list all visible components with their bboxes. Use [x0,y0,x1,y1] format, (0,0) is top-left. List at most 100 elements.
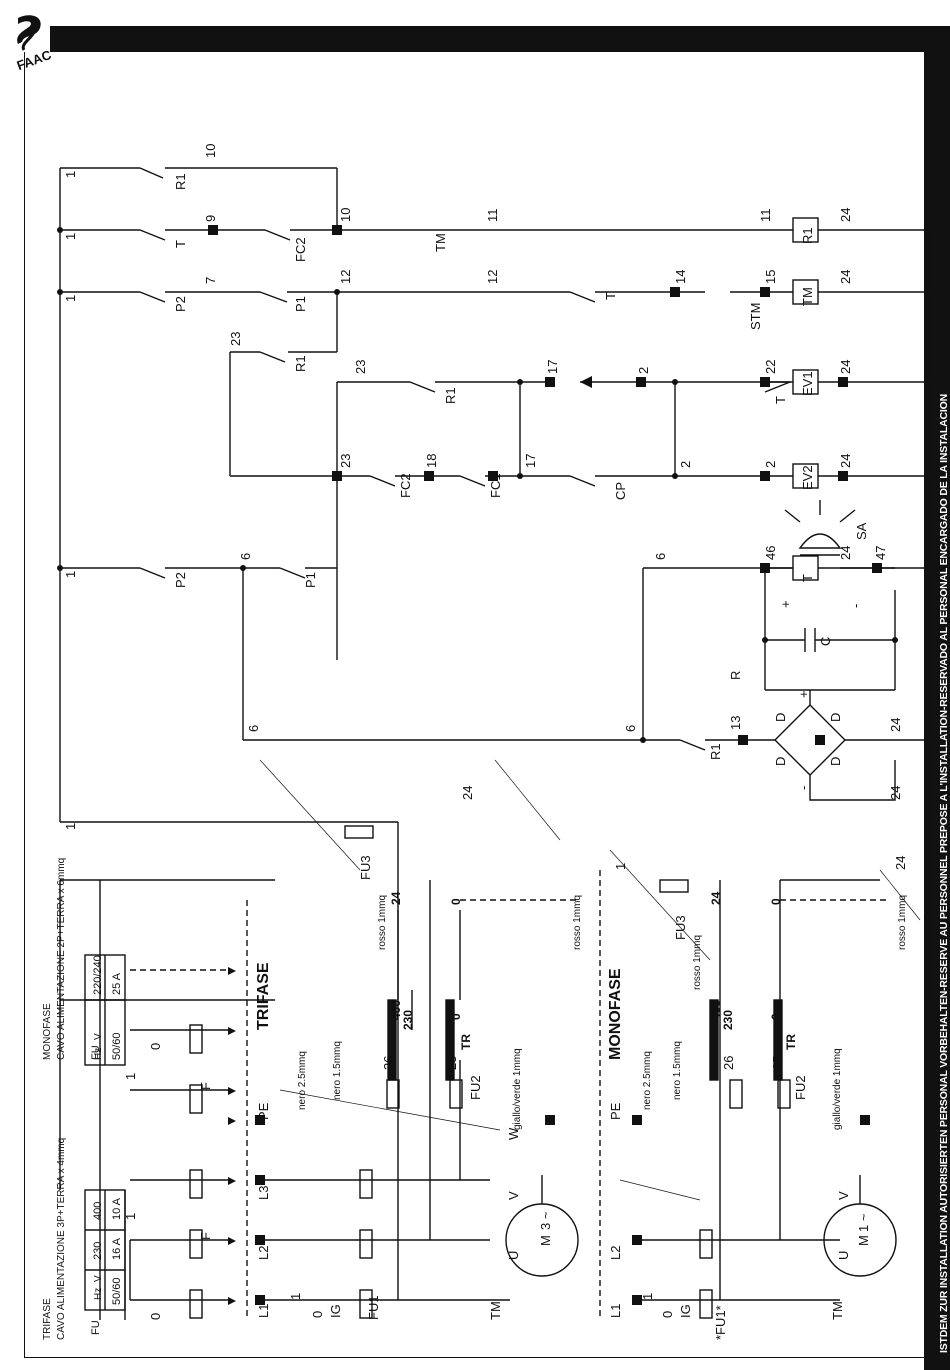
label-V: V [836,1191,851,1200]
label-nero25: nero 2.5mmq [297,1051,308,1110]
wire-label-23: 23 [338,454,353,468]
label-R1: R1 [708,743,723,760]
wire-label-24: 24 [888,718,903,732]
coil-R1 [792,217,819,243]
wire-label-9: 9 [203,215,218,222]
label-rosso: rosso 1mmq [377,895,388,950]
label-1: 1 [123,1073,138,1080]
wire-label-23: 23 [228,332,243,346]
wire-label-17: 17 [523,454,538,468]
label-M: M [856,1235,871,1246]
wire-label-24: 24 [838,454,853,468]
label-25: 25 [770,1056,785,1070]
label-coil-R1: R1 [800,227,815,244]
label-0: 0 [148,1313,163,1320]
monofase-col-220240: 220/240 [92,955,104,995]
label-tr-230: 230 [401,1010,415,1030]
trifase-caption-title: TRIFASE [42,1298,53,1340]
wire-label-12: 12 [338,270,353,284]
label-FU1: FU1 [366,1295,381,1320]
label-1: 1 [288,1293,303,1300]
trifase-caption-cable: CAVO ALIMENTAZIONE 3P+TERRA x 4mmq [56,1138,67,1340]
trifase-fu: FU [90,1320,102,1335]
label-U: U [506,1251,521,1260]
label-coil-TM: TM [800,287,815,306]
wire-label-11: 11 [485,209,500,223]
label-L3: L3 [256,1186,271,1200]
label-motor1: 1 ~ [856,1213,871,1232]
wire-label-10: 10 [338,208,353,222]
label-L2: L2 [256,1246,271,1260]
trifase-col-400: 400 [92,1202,104,1220]
label-TM: TM [488,1301,503,1320]
label-TR: TR [784,1034,798,1050]
label-PE: PE [608,1102,623,1120]
wire-label-17: 17 [545,360,560,374]
wire-label-6: 6 [653,553,668,560]
label-nero25: nero 2.5mmq [642,1051,653,1110]
wire-label-7: 7 [203,277,218,284]
label-P1: P1 [303,572,318,588]
wire-label-12: 12 [485,270,500,284]
label-R1: R1 [293,355,308,372]
label-TM: TM [830,1301,845,1320]
label-26: 26 [381,1056,396,1070]
label-D: D [828,713,843,722]
label-M: M [538,1235,553,1246]
wire-label-6: 6 [238,553,253,560]
label-T: T [773,396,788,404]
label-rosso: rosso 1mmq [897,895,908,950]
label-D: D [773,713,788,722]
section-monofase: MONOFASE [607,968,624,1060]
wire-label-24: 24 [888,786,903,800]
wire-label-1: 1 [63,823,78,830]
wire-label-24: 24 [838,546,853,560]
wire-label-1: 1 [63,571,78,578]
label-25: 25 [444,1056,459,1070]
label-24: 24 [893,856,908,870]
monofase-amps-25: 25 A [111,972,123,995]
faac-logo: FAAC [15,15,54,70]
wire-label-2: 2 [763,461,778,468]
label-FU2: FU2 [468,1075,483,1100]
drawing-frame [24,52,924,1358]
coil-TM [792,279,819,305]
label-giallo: giallo/verde 1mmq [512,1048,523,1130]
section-trifase: TRIFASE [255,962,272,1030]
label-IG: IG [678,1304,693,1318]
trifase-freq: 50/60 [111,1277,123,1305]
label-plus: + [796,690,811,698]
wire-label-6: 6 [246,725,261,732]
wire-label-24: 24 [838,360,853,374]
wire-label-46: 46 [763,546,778,560]
label-0: 0 [660,1311,675,1318]
label-PE: PE [256,1102,271,1120]
label-EV1: EV1 [800,371,815,396]
label-CP: CP [613,482,628,500]
monofase-v: V [93,1033,104,1040]
monofase-caption-title: MONOFASE [42,1003,53,1060]
wire-label-24: 24 [460,786,475,800]
label-P2: P2 [173,572,188,588]
label-tr-400: 400 [709,1000,723,1020]
label-nero15: nero 1.5mmq [332,1041,343,1100]
wire-label-22: 22 [763,360,778,374]
label-tr-0: 0 [449,898,463,905]
label-FU3: FU3 [673,915,688,940]
label-TM: TM [433,233,448,252]
wire-label-6: 6 [623,725,638,732]
label-tr-24: 24 [389,891,403,905]
label-R: R [728,671,743,680]
label-R1: R1 [173,173,188,190]
label-nero15: nero 1.5mmq [672,1041,683,1100]
wire-label-2: 2 [678,461,693,468]
wire-label-11: 11 [758,209,773,223]
label-1: 1 [640,1293,655,1300]
wire-label-24: 24 [838,208,853,222]
label-tr-0: 0 [769,1013,783,1020]
trifase-amps-16: 16 A [111,1237,123,1260]
label-tr-0: 0 [449,1013,463,1020]
wire-label-1: 1 [63,233,78,240]
